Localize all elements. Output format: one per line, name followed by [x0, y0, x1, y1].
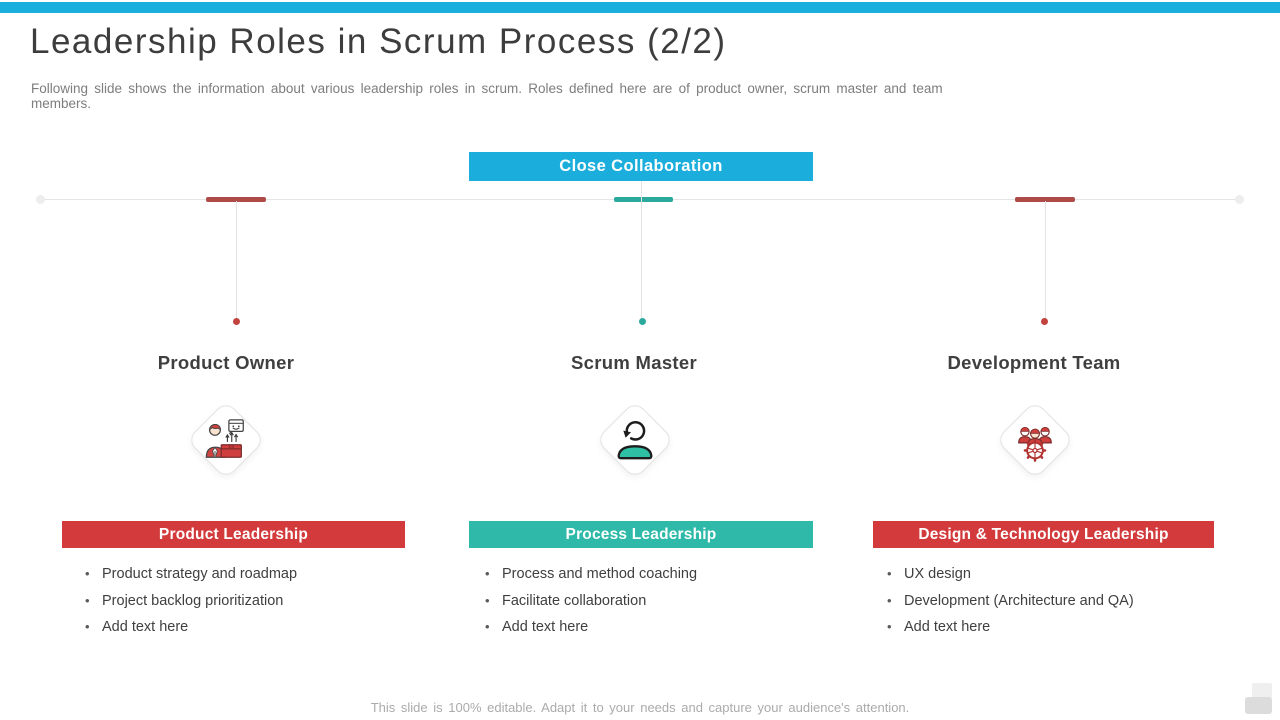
list-item: UX design: [887, 565, 1217, 583]
development-team-icon: [1018, 427, 1052, 462]
header-process-leadership: Process Leadership: [469, 521, 813, 548]
timeline-endpoint-right: [1235, 195, 1244, 204]
list-item: Development (Architecture and QA): [887, 592, 1217, 610]
timeline-endpoint-left: [36, 195, 45, 204]
role-title-development-team: Development Team: [947, 352, 1121, 373]
timeline-segment-development-team: [1015, 197, 1075, 202]
role-title-product-owner: Product Owner: [157, 352, 295, 373]
role-title-scrum-master: Scrum Master: [571, 352, 697, 373]
timeline-segment-product-owner: [206, 197, 266, 202]
top-accent-bar: [0, 2, 1280, 13]
list-item: Add text here: [887, 618, 1217, 636]
list-item: Add text here: [85, 618, 415, 636]
list-item: Project backlog prioritization: [85, 592, 415, 610]
page-title: Leadership Roles in Scrum Process (2/2): [30, 22, 727, 61]
header-product-leadership: Product Leadership: [62, 521, 405, 548]
connector-line-product-owner: [236, 201, 237, 318]
bullet-list-scrum-master: Process and method coaching Facilitate c…: [485, 565, 815, 645]
bullet-list-development-team: UX design Development (Architecture and …: [887, 565, 1217, 645]
bullet-list-product-owner: Product strategy and roadmap Project bac…: [85, 565, 415, 645]
connector-line-scrum-master: [641, 181, 642, 318]
product-owner-icon: [205, 419, 244, 458]
corner-thumb: [1245, 697, 1272, 714]
list-item: Add text here: [485, 618, 815, 636]
connector-line-development-team: [1045, 201, 1046, 318]
timeline-dot-product-owner: [233, 318, 240, 325]
corner-shade: [1252, 683, 1272, 699]
header-design-technology-leadership: Design & Technology Leadership: [873, 521, 1214, 548]
timeline-segment-scrum-master: [614, 197, 673, 202]
list-item: Process and method coaching: [485, 565, 815, 583]
slide-subtitle: Following slide shows the information ab…: [31, 81, 943, 111]
list-item: Facilitate collaboration: [485, 592, 815, 610]
list-item: Product strategy and roadmap: [85, 565, 415, 583]
close-collaboration-banner: Close Collaboration: [469, 152, 813, 181]
timeline-dot-development-team: [1041, 318, 1048, 325]
scrum-master-icon: [617, 421, 653, 460]
footer-note: This slide is 100% editable. Adapt it to…: [370, 700, 910, 715]
timeline-dot-scrum-master: [639, 318, 646, 325]
